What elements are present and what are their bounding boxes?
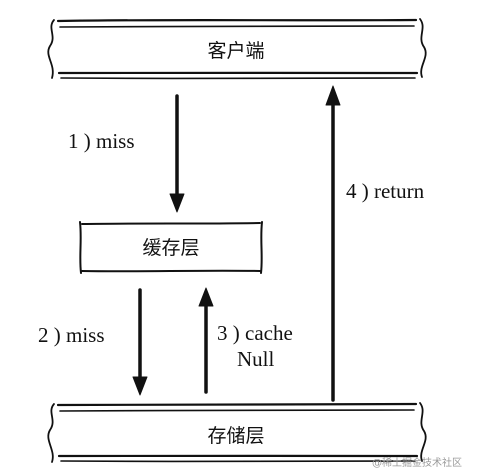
client-box: 客户端 xyxy=(47,18,427,80)
storage-label: 存储层 xyxy=(207,425,264,447)
arrow-storage-to-client xyxy=(325,85,341,402)
cache-box: 缓存层 xyxy=(79,221,263,274)
client-label: 客户端 xyxy=(207,40,264,62)
edge-label-storage-to-cache-line1: 3 ) cache xyxy=(217,321,293,345)
edge-label-storage-to-cache-line2: Null xyxy=(237,347,275,371)
arrow-storage-to-cache xyxy=(198,287,214,394)
watermark-text: @稀土掘金技术社区 xyxy=(372,456,462,469)
arrow-client-to-cache xyxy=(169,94,185,213)
storage-box: 存储层 xyxy=(47,402,427,463)
edge-label-storage-to-client: 4 ) return xyxy=(346,179,425,203)
cache-label: 缓存层 xyxy=(142,237,199,259)
edge-label-cache-to-storage: 2 ) miss xyxy=(38,323,105,347)
arrow-cache-to-storage xyxy=(132,288,148,396)
edge-label-client-to-cache: 1 ) miss xyxy=(68,129,135,153)
